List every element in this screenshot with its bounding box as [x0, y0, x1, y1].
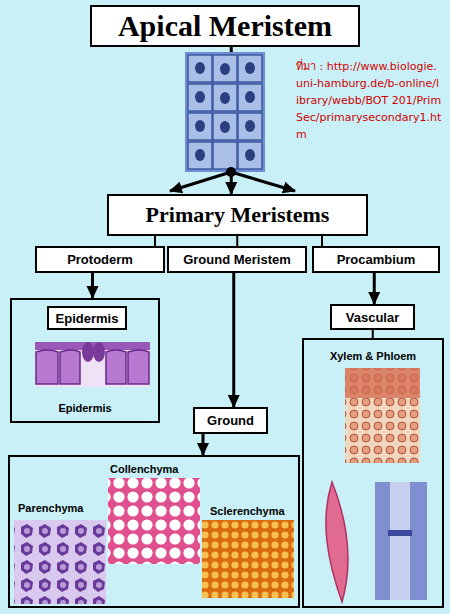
connector-line [154, 236, 156, 246]
arrow [202, 434, 205, 455]
connector-line [372, 330, 374, 338]
process-box: Primary Meristems [107, 194, 368, 236]
process-box: Procambium [312, 246, 440, 273]
box-label: Epidermis [56, 311, 119, 326]
box-label: Protoderm [67, 252, 133, 267]
tissue-label: Collenchyma [110, 463, 178, 475]
parenchyma-image [14, 520, 106, 604]
collenchyma-image [108, 478, 200, 564]
connector-line [321, 236, 323, 246]
source-note: ที่มา : http://www.biologie.uni-hamburg.… [296, 58, 442, 143]
box-label: Apical Meristem [118, 9, 332, 43]
arrow [232, 273, 235, 407]
title-box: Apical Meristem [90, 5, 360, 47]
sclerenchyma-image [202, 520, 294, 598]
box-label: Vascular [346, 310, 400, 325]
box-label: Ground Meristem [183, 252, 291, 267]
connector-line [236, 236, 238, 246]
arrow [373, 273, 376, 304]
box-label: Primary Meristems [146, 202, 330, 228]
tissue-panel: Xylem & Phloem [302, 338, 444, 608]
arrow [91, 273, 94, 298]
apical-meristem-image [185, 52, 265, 172]
tissue-panel: EpidermisEpidermis [10, 298, 160, 423]
box-label: Procambium [337, 252, 416, 267]
header-box: Epidermis [47, 306, 127, 330]
tissue-panel: Parenchyma CollenchymaSclerenchyma [8, 455, 300, 608]
tissue-label: Xylem & Phloem [304, 350, 442, 362]
tissue-label: Parenchyma [18, 502, 83, 514]
box-label: Ground [207, 413, 254, 428]
branch-arrows [170, 167, 295, 191]
vessel-image [375, 482, 427, 600]
process-box: Ground Meristem [167, 246, 307, 273]
process-box: Ground [193, 407, 268, 434]
tissue-label: Epidermis [12, 402, 158, 414]
epidermis-image [35, 342, 150, 387]
process-box: Protoderm [35, 246, 165, 273]
tissue-label: Sclerenchyma [210, 505, 285, 517]
header-box: Vascular [330, 304, 415, 330]
tracheid-image [326, 482, 348, 602]
xylem-phloem-image [345, 368, 420, 463]
